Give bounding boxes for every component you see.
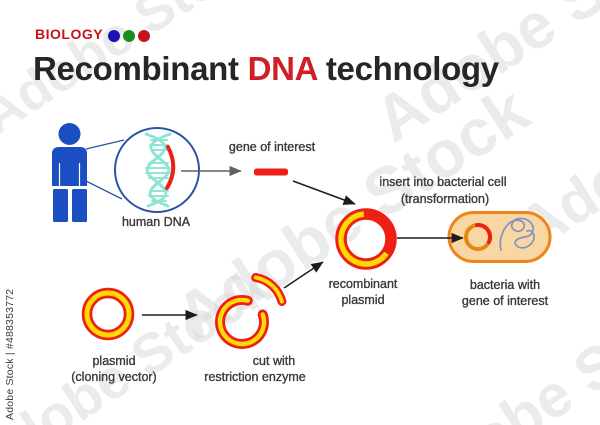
label-plasmid-line1: plasmid: [92, 354, 136, 368]
title-accent: DNA: [247, 50, 318, 87]
label-cut-line1: cut with: [252, 354, 296, 368]
magnifier-connectors: [85, 139, 125, 200]
gene-of-interest-bar: [254, 168, 288, 176]
label-bacteria-line2: gene of interest: [461, 294, 549, 308]
title-post: technology: [316, 50, 499, 87]
dot-green: [123, 30, 135, 42]
label-plasmid-line2: (cloning vector): [71, 370, 157, 384]
magnifier-circle: [114, 127, 200, 213]
bacterial-chromosome: [499, 217, 535, 251]
label-recombinant-line1: recombinant: [328, 277, 398, 291]
page-title: Recombinant DNA technology: [33, 50, 499, 88]
flow-arrows: [142, 165, 464, 321]
inserted-plasmid: [464, 222, 493, 251]
dna-helix: [144, 132, 172, 208]
arrow-gene-to-plasmid: [292, 180, 356, 205]
recombinant-plasmid: [335, 208, 397, 270]
title-pre: Recombinant: [33, 50, 248, 87]
label-insert-line2: (transformation): [400, 192, 490, 206]
label-bacteria-line1: bacteria with: [469, 278, 541, 292]
label-human-dna: human DNA: [121, 215, 191, 229]
label-recombinant-line2: plasmid: [341, 293, 385, 307]
dot-blue: [108, 30, 120, 42]
category-dots: [108, 30, 150, 42]
label-insert-line1: insert into bacterial cell: [379, 175, 507, 189]
label-cut-line2: restriction enzyme: [204, 370, 306, 384]
stock-id-watermark: Adobe Stock | #488353772: [4, 288, 16, 420]
dot-red: [138, 30, 150, 42]
label-gene-of-interest: gene of interest: [228, 140, 316, 154]
cut-plasmid: [215, 273, 287, 349]
arrow-cut-to-recombinant: [283, 261, 324, 289]
category-label: BIOLOGY: [35, 26, 104, 42]
dna-gene-segment: [165, 145, 176, 190]
human-figure-icon: [52, 123, 87, 222]
cloning-vector-plasmid: [81, 287, 135, 341]
